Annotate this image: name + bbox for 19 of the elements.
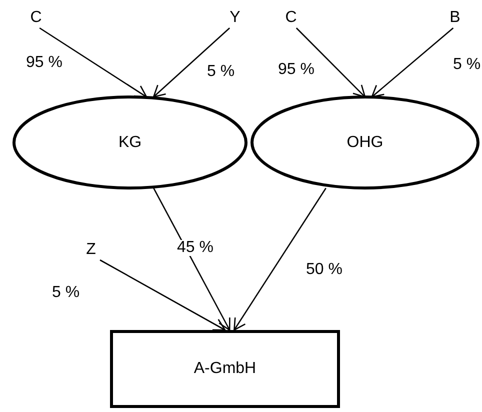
arrow xyxy=(153,188,230,331)
node-label: A-GmbH xyxy=(194,360,256,378)
arrow xyxy=(371,28,454,98)
entity-label: C xyxy=(27,8,45,28)
edge-label: 45 % xyxy=(177,240,214,256)
entity-ellipse xyxy=(12,95,248,190)
node-label: KG xyxy=(118,134,142,152)
arrow xyxy=(100,259,226,331)
entity-label: C xyxy=(282,8,300,28)
node-label: OHG xyxy=(346,134,384,152)
arrow xyxy=(296,28,366,98)
arrow xyxy=(234,188,326,331)
entity-label: B xyxy=(446,8,464,28)
entity-label: Z xyxy=(82,240,100,260)
entity-box xyxy=(110,330,340,408)
entity-ellipse xyxy=(250,95,480,190)
entity-label: Y xyxy=(226,8,244,28)
arrow xyxy=(39,27,148,98)
arrow xyxy=(152,28,230,98)
